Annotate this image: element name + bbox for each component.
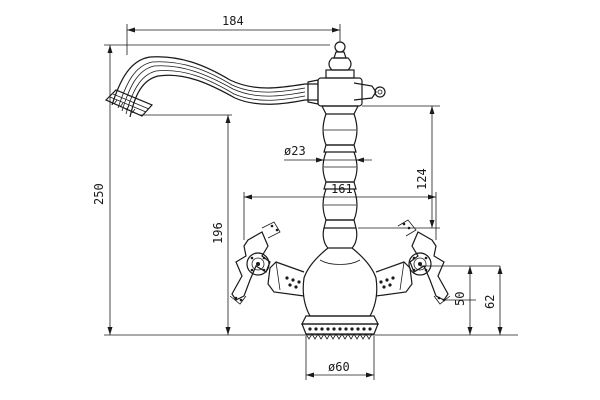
dim-base-diameter: ø60 [306,360,374,378]
dim-label-base-height: 62 [483,295,497,309]
dim-label-handle-height: 50 [453,292,467,306]
dim-label-body-diameter: ø23 [284,144,306,158]
lower-body [301,247,379,340]
dim-total-height: 250 [92,45,113,335]
dim-label-total-height: 250 [92,183,106,205]
body-column [317,77,363,249]
dim-body-height: 124 [415,106,435,228]
dim-handle-height: 50 [453,266,473,335]
dim-body-diameter: ø23 [284,144,372,163]
spout [104,56,318,118]
extension-lines [104,24,518,380]
dim-base-height: 62 [483,266,503,335]
dim-label-spout-outlet-height: 196 [211,222,225,244]
right-handle [375,219,451,305]
dim-spout-reach: 184 [127,14,340,33]
dim-label-handle-span: 161 [331,182,353,196]
dim-label-spout-reach: 184 [222,14,244,28]
side-lever [307,79,386,105]
dim-handle-span: 161 [244,182,436,200]
left-handle [229,221,305,305]
dim-label-base-diameter: ø60 [328,360,350,374]
base-knurl [305,327,373,340]
top-finial [325,41,355,79]
dim-spout-outlet-height: 196 [211,115,231,335]
dim-label-body-height: 124 [415,168,429,190]
